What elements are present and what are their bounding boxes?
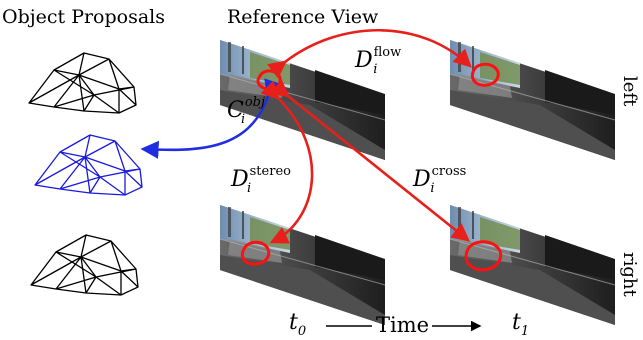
stereo-term: Dstereoi	[231, 164, 291, 196]
left-label: left	[619, 76, 640, 107]
right-label: right	[619, 252, 640, 297]
flow-term: Dflowi	[355, 45, 402, 77]
reference-view-header: Reference View	[227, 6, 379, 28]
proposal-2-selected	[34, 134, 143, 196]
t1-label: t1	[512, 310, 530, 339]
frame-ref-right	[219, 204, 386, 326]
frame-t1-right	[449, 204, 616, 326]
t0-label: t0	[289, 310, 307, 339]
cross-arrow	[270, 79, 471, 242]
flow-arrow	[267, 29, 472, 79]
time-label: Time	[376, 313, 430, 337]
obj-arrow	[140, 78, 282, 159]
frame-t1-left	[449, 39, 616, 161]
obj-term: Cobji	[227, 95, 266, 127]
proposal-1	[28, 52, 137, 114]
object-proposals-header: Object Proposals	[2, 6, 166, 28]
cross-term: Dcrossi	[413, 164, 467, 196]
proposal-3	[30, 234, 139, 296]
